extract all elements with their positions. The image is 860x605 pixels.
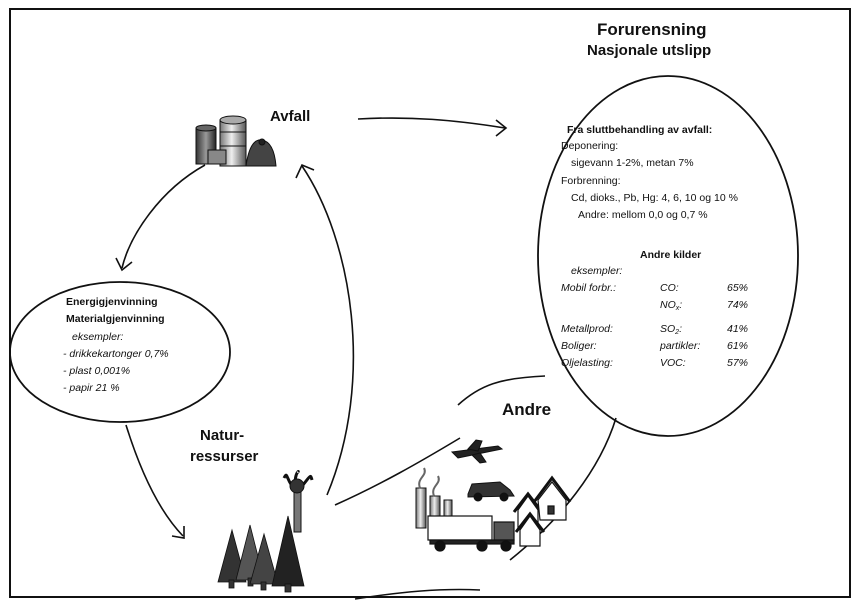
- diagram-frame: [9, 8, 851, 598]
- arrow-bottom: [354, 588, 481, 600]
- landfill-values: sigevann 1-2%, metan 7%: [571, 157, 694, 169]
- arrow-resources-to-waste: [301, 165, 355, 496]
- arrow-resources-to-others: [334, 437, 461, 506]
- source-cell: Mobil forbr.:: [561, 282, 617, 294]
- recovery-item: - papir 21 %: [63, 382, 120, 394]
- other-sources-heading: Andre kilder: [640, 249, 702, 261]
- incineration-other: Andre: mellom 0,0 og 0,7 %: [578, 209, 708, 221]
- recovery-item: - drikkekartonger 0,7%: [63, 348, 169, 360]
- incineration-label: Forbrenning:: [561, 175, 621, 187]
- pollution-ellipse: [537, 75, 799, 437]
- percent-cell: 65%: [727, 282, 749, 294]
- pollution-subtitle: Nasjonale utslipp: [587, 42, 712, 59]
- palm-tree-icon: [282, 470, 314, 533]
- factory-icon: [415, 467, 453, 529]
- truck-icon: [427, 515, 515, 552]
- incineration-values: Cd, dioks., Pb, Hg: 4, 6, 10 og 10 %: [571, 192, 738, 204]
- substance-cell: SO2:: [660, 323, 682, 336]
- waste-treatment-heading: Fra sluttbehandling av avfall:: [567, 124, 713, 136]
- houses-icon: [512, 475, 572, 547]
- car-icon: [467, 481, 515, 502]
- source-cell: Boliger:: [561, 340, 597, 352]
- substance-cell: NOx:: [660, 299, 683, 312]
- waste-label: Avfall: [270, 108, 311, 125]
- other-sources-examples: eksempler:: [571, 265, 623, 277]
- resources-label-line1: Natur-: [200, 427, 245, 444]
- recovery-material-label: Materialgjenvinning: [66, 313, 165, 325]
- source-cell: Oljelasting:: [561, 357, 613, 369]
- percent-cell: 74%: [727, 299, 749, 311]
- substance-cell: VOC:: [660, 357, 686, 369]
- waste-bins-icon: [195, 115, 277, 167]
- recovery-examples-label: eksempler:: [72, 331, 124, 343]
- pollution-title: Forurensning: [597, 20, 707, 39]
- arrow-others-upper: [457, 375, 546, 406]
- arrow-recovery-to-resources: [125, 424, 184, 537]
- flow-arrows: [115, 117, 617, 600]
- substance-cell: partikler:: [660, 340, 701, 352]
- recovery-ellipse: [9, 281, 231, 423]
- landfill-label: Deponering:: [561, 140, 619, 152]
- percent-cell: 57%: [727, 357, 749, 369]
- percent-cell: 41%: [727, 323, 749, 335]
- substance-cell: CO:: [660, 282, 679, 294]
- resources-label-line2: ressurser: [190, 448, 259, 465]
- airplane-icon: [450, 439, 504, 464]
- recovery-energy-label: Energigjenvinning: [66, 296, 158, 308]
- others-label: Andre: [502, 400, 552, 419]
- arrow-waste-to-pollution: [357, 117, 506, 129]
- recovery-item: - plast 0,001%: [63, 365, 131, 377]
- source-cell: Metallprod:: [561, 323, 613, 335]
- percent-cell: 61%: [727, 340, 749, 352]
- trees-icon: [217, 515, 305, 593]
- arrow-waste-to-recovery: [121, 164, 206, 269]
